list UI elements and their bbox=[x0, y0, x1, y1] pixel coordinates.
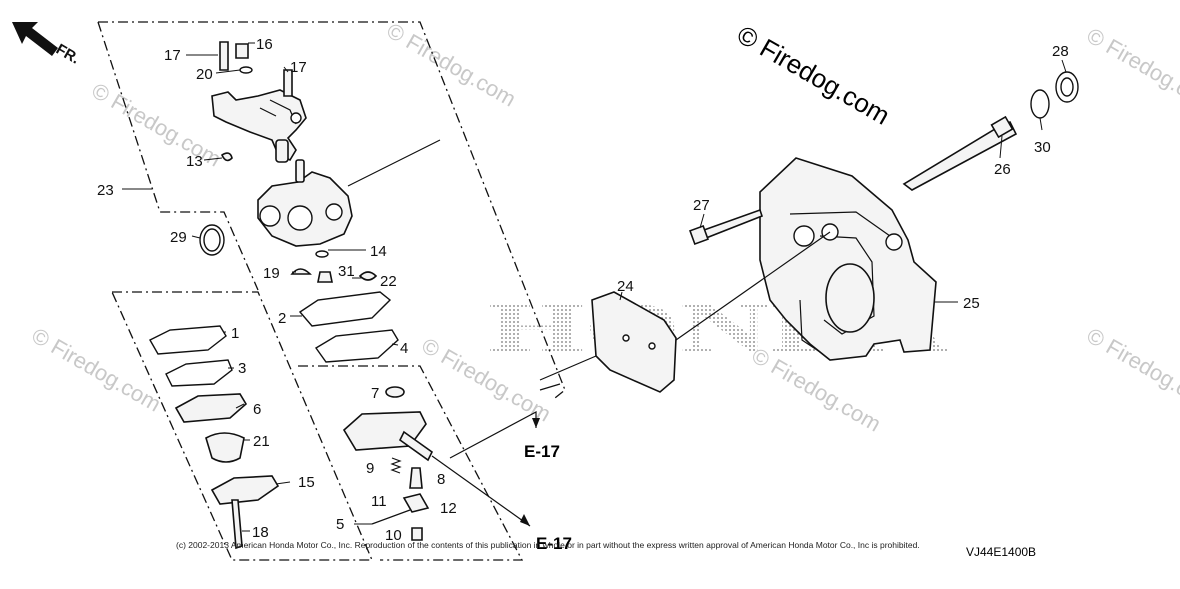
callout-1: 1 bbox=[231, 325, 239, 342]
copyright-notice: (c) 2002-2013 American Honda Motor Co., … bbox=[176, 540, 920, 550]
callout-9: 9 bbox=[366, 460, 374, 477]
callout-labels: 1 2 3 4 5 6 7 8 9 10 11 12 13 14 15 16 1… bbox=[97, 36, 1069, 544]
watermark-2: © Firedog.com bbox=[383, 18, 521, 112]
arrow-icon bbox=[12, 22, 58, 56]
sub-assembly-outline-right bbox=[298, 365, 524, 561]
case-25 bbox=[759, 157, 937, 361]
main-watermark: © Firedog.com bbox=[732, 19, 895, 130]
callout-7: 7 bbox=[371, 385, 379, 402]
callout-4: 4 bbox=[400, 340, 408, 357]
callout-14: 14 bbox=[370, 243, 387, 260]
washer-30 bbox=[1030, 89, 1050, 119]
reference-e17-lower: E-17 bbox=[536, 534, 572, 553]
bolt-27 bbox=[703, 208, 763, 240]
callout-2: 2 bbox=[278, 310, 286, 327]
watermark-4: © Firedog.com bbox=[28, 323, 166, 417]
callout-11: 11 bbox=[371, 493, 387, 510]
callout-5: 5 bbox=[336, 516, 344, 533]
bolt-26-head bbox=[990, 115, 1014, 139]
callout-22: 22 bbox=[380, 273, 397, 290]
spring-9 bbox=[390, 457, 402, 474]
callout-23: 23 bbox=[97, 182, 114, 199]
callout-6: 6 bbox=[253, 401, 261, 418]
callout-30: 30 bbox=[1034, 139, 1051, 156]
watermark-1: © Firedog.com bbox=[88, 78, 226, 172]
diaphragm-3 bbox=[165, 359, 233, 387]
callout-26: 26 bbox=[994, 161, 1011, 178]
bolt-18 bbox=[231, 499, 243, 550]
leader-lines bbox=[122, 42, 1067, 532]
pin-11 bbox=[371, 509, 411, 525]
callout-15: 15 bbox=[298, 474, 315, 491]
screw-10 bbox=[411, 527, 423, 541]
watermark-6: © Firedog.com bbox=[1083, 323, 1180, 417]
nozzle bbox=[398, 430, 434, 462]
screw-31 bbox=[317, 271, 333, 283]
assembly-23-outline bbox=[97, 21, 566, 399]
diaphragm-4 bbox=[314, 329, 399, 363]
callout-19: 19 bbox=[263, 265, 280, 282]
plug-22 bbox=[358, 271, 378, 281]
e17-arrow-line-2 bbox=[431, 455, 531, 527]
callout-8: 8 bbox=[437, 471, 445, 488]
case-hole-1 bbox=[793, 225, 815, 247]
pump-body-6 bbox=[174, 393, 248, 423]
callout-17-b: 17 bbox=[290, 59, 307, 76]
gasket-1 bbox=[149, 325, 227, 355]
washer-28-inner bbox=[1060, 77, 1074, 97]
callout-24: 24 bbox=[617, 278, 634, 295]
callout-25: 25 bbox=[963, 295, 980, 312]
arrowhead-icon bbox=[520, 514, 530, 526]
callout-31: 31 bbox=[338, 263, 355, 280]
case-cylinder bbox=[825, 263, 875, 333]
carburetor-body bbox=[257, 159, 353, 247]
sub-assembly-outline-left bbox=[110, 291, 373, 561]
callout-13: 13 bbox=[186, 153, 203, 170]
callout-12: 12 bbox=[440, 500, 457, 517]
o-ring-29-inner bbox=[203, 228, 221, 252]
clip-14 bbox=[315, 250, 329, 258]
callout-17-a: 17 bbox=[164, 47, 181, 64]
gasket-2 bbox=[298, 291, 392, 327]
front-direction-arrow: FR. bbox=[12, 22, 82, 68]
callout-27: 27 bbox=[693, 197, 710, 214]
alignment-line-body bbox=[347, 139, 561, 391]
diagram-code: VJ44E1400B bbox=[966, 545, 1036, 559]
callout-16: 16 bbox=[256, 36, 273, 53]
front-label: FR. bbox=[53, 41, 82, 68]
callout-21: 21 bbox=[253, 433, 270, 450]
cap-7 bbox=[385, 386, 405, 398]
screw-12 bbox=[402, 493, 430, 513]
cover-15 bbox=[210, 475, 280, 505]
callout-28: 28 bbox=[1052, 43, 1069, 60]
plate-hole-1 bbox=[622, 334, 630, 342]
case-hole-3 bbox=[885, 233, 903, 251]
carburetor-upper bbox=[211, 41, 307, 163]
arrowhead-icon-2 bbox=[532, 418, 540, 428]
insulator-plate-24 bbox=[591, 291, 677, 393]
watermark-3: © Firedog.com bbox=[1083, 23, 1180, 117]
callout-29: 29 bbox=[170, 229, 187, 246]
bolt-27-head bbox=[689, 225, 709, 245]
callout-20: 20 bbox=[196, 66, 213, 83]
callout-10: 10 bbox=[385, 527, 402, 544]
callout-3: 3 bbox=[238, 360, 246, 377]
alignment-line-plate bbox=[539, 231, 831, 381]
callout-18: 18 bbox=[252, 524, 269, 541]
jet-8 bbox=[409, 467, 423, 489]
plate-hole-2 bbox=[648, 342, 656, 350]
reference-e17-upper: E-17 bbox=[524, 442, 560, 461]
filter-cup-21 bbox=[205, 432, 245, 463]
